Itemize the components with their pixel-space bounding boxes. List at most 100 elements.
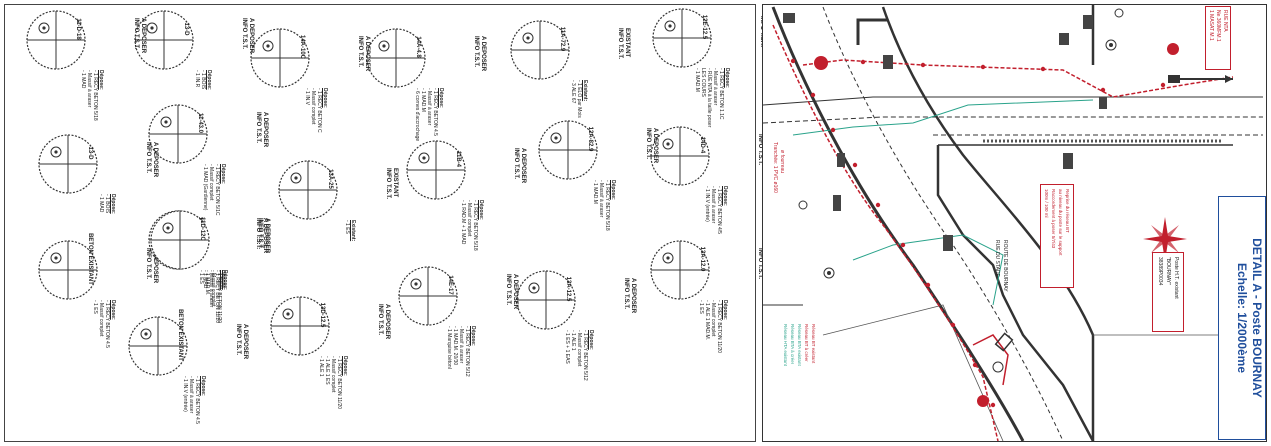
support-circle-icon [38, 134, 98, 194]
legend-entry: Réseau BTA à créer [790, 324, 795, 365]
support-circle-icon [516, 270, 576, 330]
red-callout-line: Ne.360MFM.1 [1215, 10, 1221, 42]
support-action-line: INFO T.S.T. [617, 28, 623, 60]
support-description: Dépose:- 1 RÉCY BETON 4.5- Massif à aras… [182, 376, 206, 424]
support-action-line: INFO T.S.T. [505, 274, 511, 306]
support-description: Dépose:- 1 RÉCY BETON 11/20- Massif comp… [198, 270, 228, 324]
support-description-line: Dépose: [200, 376, 206, 396]
bt-network-line [802, 59, 1234, 98]
support-description: Dépose:- 1 RÉCY BETON 5/18- Massif à ara… [80, 70, 104, 121]
support-description-line: - 1 MAD [98, 194, 104, 213]
support-action-line: A DEPOSER [652, 128, 658, 164]
support-description-line: Dépose: [322, 88, 328, 108]
legend-entry: Réseau BTA existant [797, 324, 802, 366]
support-description-line: - 1 ES [344, 220, 350, 234]
support-action-line: A DEPOSER [384, 304, 390, 340]
road-label: RUE DU STADE [994, 240, 1000, 277]
arrow [1225, 75, 1233, 83]
support-action-line: A DEPOSER [264, 218, 270, 254]
poste-callout-line: Poste H.T. existant [1173, 257, 1179, 299]
road-edge [771, 6, 1025, 441]
support-description-line: - 1 RÉCY BETON 5/1C [214, 164, 220, 216]
road-edge [822, 6, 1064, 441]
support-code: 12A-82.9 [587, 126, 593, 152]
support-action-line: A DEPOSER [262, 112, 268, 148]
poste-callout-line: 38389P0034 [1157, 257, 1163, 286]
support-code: 13A-12.5 [565, 276, 571, 302]
support-code: 11B-4 [455, 150, 461, 167]
note-left-line: Tranchée: 1 PVC ø160 [772, 142, 778, 193]
support-action-line: A DEPOSER [520, 148, 526, 184]
support-action-line: A DEPOSER [480, 36, 486, 72]
support-description-line: - 1 MAD.M. [204, 270, 210, 296]
title-text: DETAIL A - Poste BOURNAY Echelle: 1/2000… [1220, 198, 1264, 438]
support-description-line: Dépose: [438, 88, 444, 108]
support-description-line: - 1 RÉCY BETON 4.5 [194, 376, 200, 424]
support-description: Dépose:- 1 RÉCY BETON C- Massif complet-… [304, 88, 328, 134]
support-circle-icon [398, 266, 458, 326]
support-action-line: INFO T.S.T. [257, 218, 263, 250]
support-circle-icon [148, 104, 208, 164]
support-description-line: - 1 RÉCY BETON C [316, 88, 322, 133]
red-callout-line: RUE NTA [1222, 10, 1228, 32]
parcel-line [822, 304, 1004, 441]
poste-callout-box: Poste H.T. existant "BOURNAY" 38389P0034 [1152, 252, 1184, 332]
support-circle-icon [650, 240, 710, 300]
support-circle-icon [538, 120, 598, 180]
support-description-line: - 1 MAD.M. 20/30 [452, 326, 458, 366]
support-code: 12E-12.5 [701, 14, 707, 40]
support-description-line: Dépose: [220, 164, 226, 184]
support-description-line: - 1 ALE 1 ES [324, 356, 330, 385]
support-description: Dépose:- 1 RÉCY BETON 5/12- Massif à ara… [446, 326, 476, 377]
support-description-line: - 1 RÉCY BETON 11/20 [216, 270, 222, 324]
support-description-line: - 1 IN.V (entrée) [704, 186, 710, 222]
support-description-line: - 1 IN.V (entrée) [182, 376, 188, 412]
support-code: 13D-12.5 [319, 302, 325, 328]
support-description-line: - 1 RÉCY BETON 1.1C [718, 68, 724, 120]
support-action-line: EXISTANT [624, 28, 630, 58]
support-code: 13A-12.0 [699, 246, 705, 272]
support-action-line: INFO T.S.T. [645, 128, 651, 160]
support-circle-icon [278, 160, 338, 220]
support-action-line: A DEPOSER [152, 142, 158, 178]
road-edge [763, 116, 1263, 124]
support-action-line: A DEPOSER [140, 18, 146, 54]
support-description-line: Dépose: [342, 356, 348, 376]
arrow-head [1168, 75, 1180, 83]
support-description-line: - 1 MAD.M [592, 180, 598, 204]
support-code: 14D-4 [699, 136, 705, 154]
support-description: Dépose:- 1 RÉCY BETON 5/12- Massif compl… [564, 330, 594, 381]
bt-network-line [772, 24, 999, 441]
support-action-line: EXISTANT [392, 168, 398, 198]
support-description-line: - 1 RÉCY BETON 4/5 [716, 186, 722, 234]
support-action-line: INFO T.S.T. [241, 18, 247, 50]
support-code: 11A-72.9 [559, 26, 565, 52]
support-action-line: A DEPOSER [242, 324, 248, 360]
support-description-line: Dépose: [110, 194, 116, 214]
title-block [1218, 196, 1266, 440]
note-callout-line: 100m / 100 ml [1044, 189, 1049, 218]
support-description-line: - 1 RÉCY BETON 5/18 [92, 70, 98, 121]
bt-network-line [972, 334, 1009, 386]
support-description-line: - 1 RÉCY BETON 5/18 [604, 180, 610, 231]
support-code: 11-43.0 [197, 112, 203, 134]
support-description-line: - 1 RÉCY BETON 5/12 [464, 326, 470, 377]
note-callout-line: au niveau du poste sur le support [1058, 189, 1063, 256]
support-description-line: Dépose: [98, 70, 104, 90]
support-description: Existant:- 1 ES [344, 220, 356, 266]
support-action-line: INFO T.S.T. [133, 18, 139, 50]
